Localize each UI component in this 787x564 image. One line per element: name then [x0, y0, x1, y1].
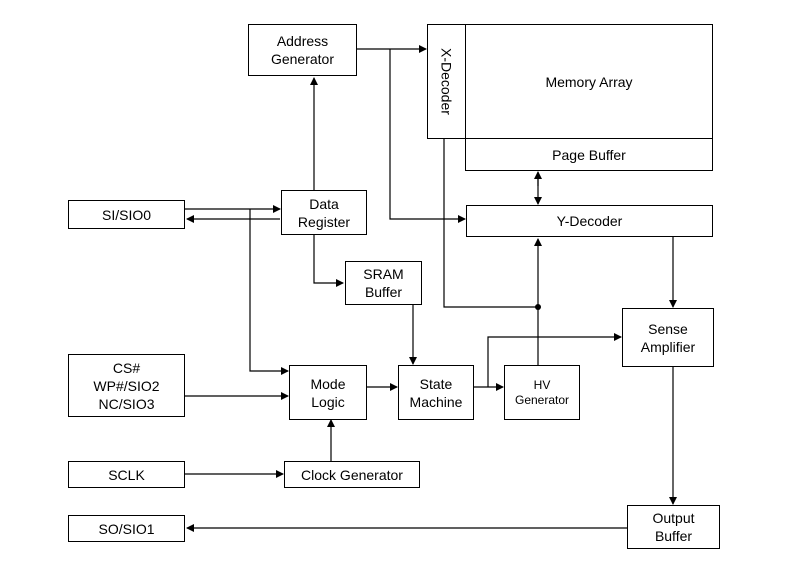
junction-dot	[535, 304, 541, 310]
state-machine-block: State Machine	[398, 365, 474, 420]
memory-array-label: Memory Array	[545, 73, 633, 90]
mode-logic-label: Mode Logic	[310, 375, 346, 410]
output-buffer-label: Output Buffer	[652, 510, 695, 544]
sram-buffer-label: SRAM Buffer	[363, 266, 404, 300]
data-register-label: Data Register	[297, 195, 351, 230]
mode-logic-block: Mode Logic	[289, 365, 367, 420]
sram-buffer-block: SRAM Buffer	[345, 261, 422, 305]
clock-generator-label: Clock Generator	[301, 466, 403, 483]
sense-amplifier-block: Sense Amplifier	[622, 308, 714, 367]
x-decoder-label: X-Decoder	[438, 48, 455, 115]
wire-xdecoder-down	[443, 139, 538, 308]
y-decoder-block: Y-Decoder	[466, 205, 713, 237]
sense-amplifier-label: Sense Amplifier	[640, 320, 696, 355]
x-decoder-block: X-Decoder	[427, 24, 466, 139]
state-machine-label: State Machine	[409, 375, 463, 410]
y-decoder-label: Y-Decoder	[556, 213, 623, 229]
hv-generator-label: HV Generator	[514, 377, 570, 407]
wire-datareg-to-sram	[313, 235, 344, 287]
address-generator-label: Address Generator	[270, 33, 335, 67]
address-generator-block: Address Generator	[248, 24, 357, 76]
page-buffer-block: Page Buffer	[465, 138, 713, 171]
so-sio1-label: SO/SIO1	[98, 520, 155, 537]
memory-array-block: Memory Array	[465, 24, 713, 139]
hv-generator-block: HV Generator	[504, 365, 580, 420]
data-register-block: Data Register	[281, 190, 367, 235]
output-buffer-block: Output Buffer	[627, 505, 720, 549]
sclk-label: SCLK	[108, 466, 145, 483]
wire-statemachine-to-senseamp	[487, 333, 622, 387]
clock-generator-block: Clock Generator	[284, 461, 420, 488]
wire-si-to-modelogic	[249, 209, 289, 375]
so-sio1-pin: SO/SIO1	[68, 515, 185, 542]
cs-wp-nc-label: CS# WP#/SIO2 NC/SIO3	[93, 359, 160, 412]
cs-wp-nc-pins: CS# WP#/SIO2 NC/SIO3	[68, 354, 185, 417]
page-buffer-label: Page Buffer	[552, 146, 626, 163]
sclk-pin: SCLK	[68, 461, 185, 488]
wire-addr-to-ydecoder	[389, 49, 466, 223]
si-sio0-label: SI/SIO0	[101, 206, 152, 223]
si-sio0-pin: SI/SIO0	[68, 200, 185, 229]
